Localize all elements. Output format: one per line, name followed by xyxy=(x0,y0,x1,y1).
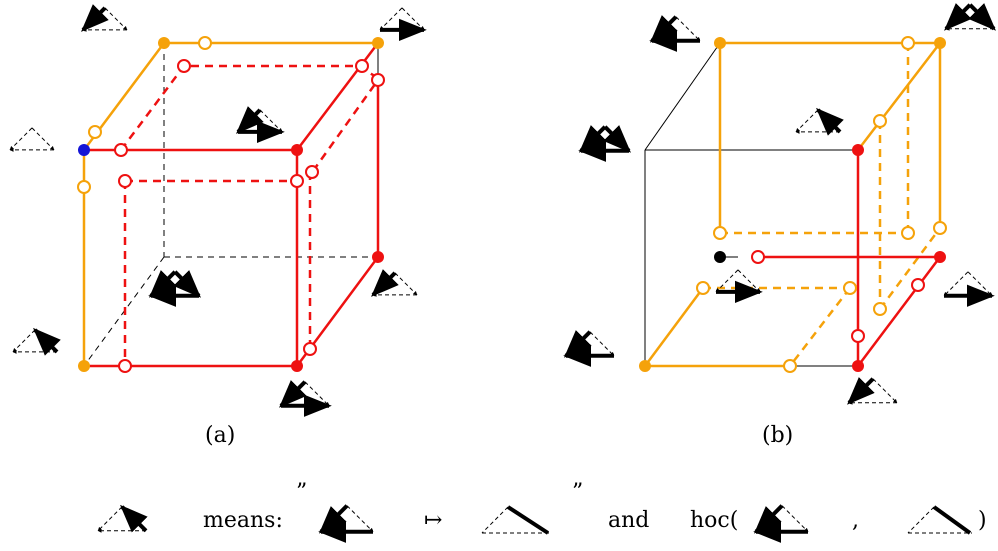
vertex-open-red xyxy=(114,143,128,157)
vertex-open-orange xyxy=(88,125,102,139)
cube-a-red-path xyxy=(84,42,379,152)
vertex-filled-orange xyxy=(714,37,726,49)
triangle-glyph-icon xyxy=(563,330,615,367)
vertex-open-orange xyxy=(77,180,91,194)
triangle-glyphs xyxy=(9,3,996,417)
legend-triangle-hoc-b-icon xyxy=(907,505,972,535)
vertex-filled-black xyxy=(714,251,726,263)
vertex-open-orange xyxy=(696,281,710,295)
legend-triangle-hoc-a-icon xyxy=(753,504,809,543)
vertex-filled-red xyxy=(372,251,384,263)
triangle-glyph-icon xyxy=(9,127,55,152)
triangle-glyph-icon xyxy=(279,380,332,417)
vertex-open-orange xyxy=(901,226,915,240)
triangle-glyph-icon xyxy=(371,269,418,297)
caption-a: (a) xyxy=(205,423,236,448)
vertex-open-red xyxy=(305,165,319,179)
caption-b: (b) xyxy=(762,423,794,448)
legend-and: and xyxy=(608,508,650,533)
triangle-glyph-icon xyxy=(236,106,285,144)
triangle-glyph-icon xyxy=(148,270,201,307)
vertex-open-orange xyxy=(933,221,947,235)
legend-triangle-icon xyxy=(97,504,148,533)
panel-a xyxy=(77,36,385,373)
cube-b-edge xyxy=(644,42,721,151)
vertex-open-orange xyxy=(783,359,797,373)
legend-hoc-close: ) xyxy=(978,508,987,533)
triangle-glyph-icon xyxy=(379,7,427,42)
cube-b-red-path xyxy=(758,150,943,370)
vertex-open-orange xyxy=(198,36,212,50)
vertex-open-orange xyxy=(873,302,887,316)
vertex-open-red xyxy=(751,250,765,264)
vertex-filled-blue xyxy=(78,144,90,156)
panel-b xyxy=(639,36,947,373)
vertex-open-red xyxy=(911,278,925,292)
triangle-glyph-icon xyxy=(12,327,61,356)
legend-open-quote: ” xyxy=(296,480,308,505)
triangle-glyph-icon xyxy=(847,377,898,405)
triangle-glyph-icon xyxy=(649,15,701,52)
cube-a-red-dashed xyxy=(311,79,380,172)
vertex-open-red xyxy=(355,59,369,73)
triangle-glyph-icon xyxy=(578,125,631,163)
vertex-filled-red xyxy=(852,360,864,372)
legend-hoc-open: hoc( xyxy=(690,508,739,533)
cube-b-orange-path xyxy=(643,287,705,367)
vertex-open-red xyxy=(851,329,865,343)
vertex-open-red xyxy=(371,73,385,87)
triangle-glyph-icon xyxy=(943,271,995,307)
triangle-glyph-icon xyxy=(81,4,128,32)
vertex-open-red xyxy=(118,359,132,373)
vertex-open-red xyxy=(290,174,304,188)
vertex-filled-orange xyxy=(639,360,651,372)
cube-b-orange-path xyxy=(857,42,941,151)
vertex-filled-red xyxy=(291,144,303,156)
vertex-open-orange xyxy=(843,281,857,295)
vertex-open-red xyxy=(177,59,191,73)
legend-triangle-before-icon xyxy=(318,504,374,543)
vertex-filled-orange xyxy=(372,37,384,49)
legend-close-quote: ” xyxy=(572,480,584,505)
vertex-open-orange xyxy=(873,114,887,128)
vertex-filled-red xyxy=(852,144,864,156)
vertex-filled-red xyxy=(934,251,946,263)
cube-b-orange-dashed xyxy=(789,287,851,367)
vertex-filled-orange xyxy=(934,37,946,49)
vertex-open-orange xyxy=(901,36,915,50)
legend-comma: , xyxy=(852,508,859,533)
vertex-filled-orange xyxy=(78,360,90,372)
vertex-filled-red xyxy=(291,360,303,372)
cube-a-red-dashed xyxy=(120,64,379,151)
cube-a-red-path xyxy=(84,150,299,368)
legend-means: means: xyxy=(203,508,283,533)
triangle-glyph-icon xyxy=(795,107,844,136)
cube-b-orange-dashed xyxy=(878,227,942,310)
legend-triangle-after-icon xyxy=(481,505,550,535)
vertex-open-red xyxy=(118,174,132,188)
legend-glyphs xyxy=(97,504,972,543)
vertex-filled-orange xyxy=(158,37,170,49)
cube-a-orange-path xyxy=(82,42,166,366)
triangle-glyph-icon xyxy=(944,3,996,31)
triangle-glyph-icon xyxy=(715,269,763,304)
vertex-open-orange xyxy=(713,226,727,240)
legend-maps-to: ↦ xyxy=(424,508,443,533)
vertex-open-red xyxy=(303,342,317,356)
